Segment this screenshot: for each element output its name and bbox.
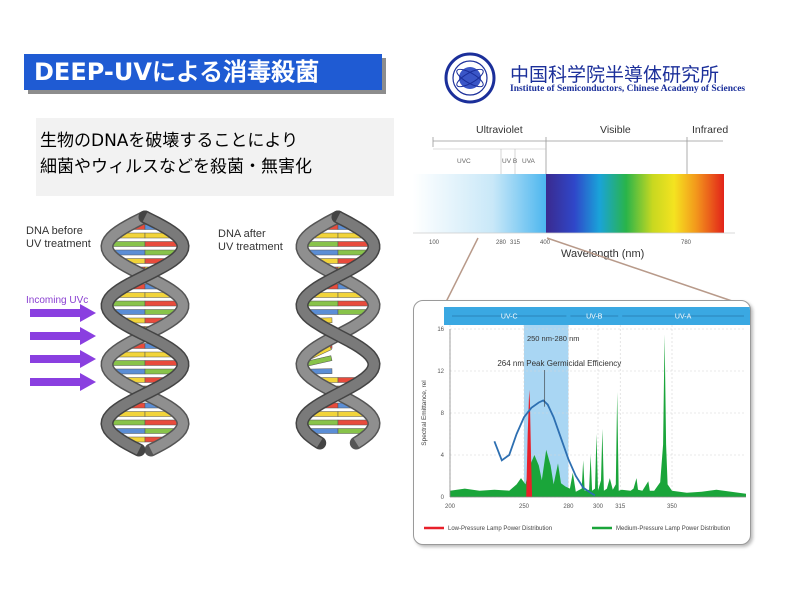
band-label: UV-C xyxy=(501,314,518,321)
series-low-pressure-area xyxy=(526,389,533,497)
germicidal-chart-frame: UV-C UV-B UV-A 0 4 8 12 16 200 250 280 300 315 350 Spe… xyxy=(413,300,751,545)
annotation-peak: 264 nm Peak Germicidal Efficiency xyxy=(497,359,621,368)
y-tick-label: 4 xyxy=(441,453,445,459)
institute-name-cn: 中国科学院半導体研究所 xyxy=(510,64,720,86)
uv-arrow-icon xyxy=(30,327,96,345)
band-label: UV-A xyxy=(675,314,692,321)
title-bar xyxy=(24,54,382,90)
uv-arrows xyxy=(30,304,96,391)
x-tick-label: 350 xyxy=(667,504,678,510)
x-tick-label: 250 xyxy=(519,504,530,510)
dna-strand xyxy=(296,212,380,448)
y-axis-label: Spectral Emittance, rel xyxy=(421,380,428,446)
band-label-uva: UVA xyxy=(522,158,536,165)
subtitle-line-2: 細菌やウィルスなどを殺菌・無害化 xyxy=(40,157,312,177)
y-tick-label: 12 xyxy=(437,369,444,375)
y-tick-label: 8 xyxy=(441,411,445,417)
spectrum-tick-280: 280 xyxy=(496,240,507,245)
spectrum-xlabel: Wavelength (nm) xyxy=(561,248,645,260)
spectrum-region-infrared: Infrared xyxy=(692,124,729,136)
x-tick-label: 280 xyxy=(563,504,574,510)
band-label: UV-B xyxy=(586,314,603,321)
dna-after-helix xyxy=(295,210,381,450)
incoming-uvc-label: Incoming UVc xyxy=(26,295,89,306)
legend-label: Low-Pressure Lamp Power Distribution xyxy=(448,526,552,532)
y-tick-label: 0 xyxy=(441,495,445,501)
series-germicidal-efficiency-line xyxy=(493,399,596,497)
spectrum-region-visible: Visible xyxy=(600,124,631,136)
dna-before-helix xyxy=(100,210,190,457)
spectrum-tick-780: 780 xyxy=(681,240,692,245)
y-tick-label: 16 xyxy=(437,327,444,333)
institute-logo-icon xyxy=(444,52,496,104)
annotation-range: 250 nm-280 nm xyxy=(527,334,580,343)
subtitle-box xyxy=(36,118,394,196)
legend-label: Medium-Pressure Lamp Power Distribution xyxy=(616,526,730,532)
spectrum-region-uv: Ultraviolet xyxy=(476,124,523,136)
dna-illustration xyxy=(30,210,381,457)
band-label-uvb: UV B xyxy=(502,158,517,165)
band-label-uvc: UVC xyxy=(457,158,471,165)
uv-arrow-icon xyxy=(30,304,96,322)
slide-title: DEEP-UVによる消毒殺菌 xyxy=(34,58,320,86)
x-tick-label: 300 xyxy=(593,504,604,510)
spectrum-tick-315: 315 xyxy=(510,240,521,245)
dna-strand xyxy=(296,212,380,448)
spectrum-bar: UVC UV B UVA 100 280 315 400 780 xyxy=(413,137,735,245)
spectrum-tick-100: 100 xyxy=(429,240,440,245)
x-tick-label: 315 xyxy=(615,504,626,510)
dna-strand xyxy=(101,212,189,455)
germicidal-chart: UV-C UV-B UV-A 0 4 8 12 16 200 250 280 300 315 350 Spe… xyxy=(421,307,750,532)
x-tick-label: 200 xyxy=(445,504,456,510)
uv-arrow-icon xyxy=(30,350,96,368)
spectrum-tick-400: 400 xyxy=(540,240,551,245)
uv-arrow-icon xyxy=(30,373,96,391)
subtitle-line-1: 生物のDNAを破壊することにより xyxy=(40,131,299,151)
institute-name-en: Institute of Semiconductors, Chinese Aca… xyxy=(510,84,746,94)
